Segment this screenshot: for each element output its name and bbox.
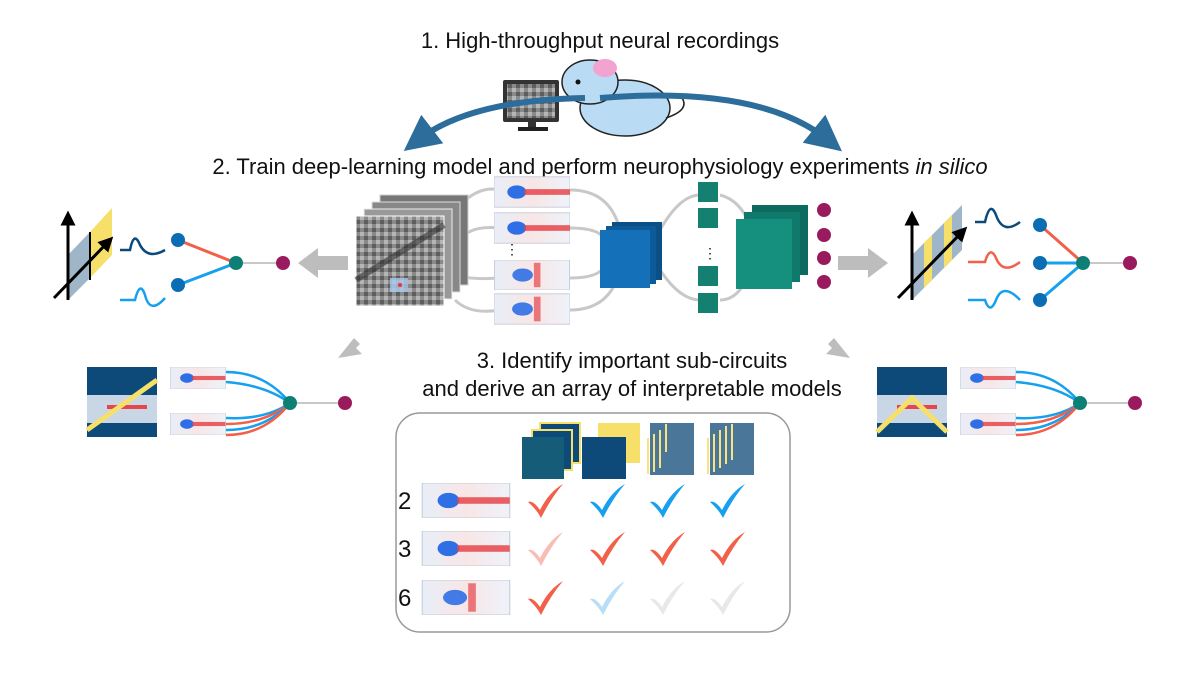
kernel-3 [494,260,570,290]
table-row: 6 [398,580,745,615]
column-cube-2 [582,423,640,479]
ellipsis: ⋮ [505,241,519,257]
table-row: 3 [398,531,745,566]
conv-layer-3 [736,205,808,289]
curved-arrow-right [599,92,843,152]
gray-arrow-right [838,248,888,278]
column-cube-3 [647,423,694,475]
gray-arrow-down-right [806,322,850,358]
step3-title-line1: 3. Identify important sub-circuits [477,348,788,373]
row-kernel [421,483,511,518]
left-interpretable-model [52,208,290,307]
row-label: 3 [398,536,411,563]
gray-arrow-left [298,248,348,278]
ellipsis-2: ⋮ [703,245,717,261]
row-kernel [421,580,511,615]
conv-layer-2-units [698,182,718,313]
row-kernel [421,531,511,566]
column-cube-4 [707,423,754,475]
column-header-cubes [522,422,754,479]
kernel-2 [494,212,570,244]
table-row: 2 [398,483,745,518]
model-array-rows: 2 3 6 [398,483,745,615]
stimulus-frame-stack [354,194,469,307]
curved-arrow-left [403,95,586,151]
right-interpretable-model [896,205,1137,309]
step2-title: 2. Train deep-learning model and perform… [212,154,987,179]
kernel-1 [494,176,570,208]
gray-arrow-down-left [338,322,382,358]
step3-title-line2: and derive an array of interpretable mod… [422,376,841,401]
row-label: 2 [398,488,411,515]
kernel-4 [494,293,570,325]
subcircuit-right [875,367,1142,437]
subcircuit-left [85,367,352,437]
row-label: 6 [398,585,411,612]
output-neurons [817,203,831,289]
step1-title: 1. High-throughput neural recordings [421,28,779,53]
conv-layer-1 [600,222,662,288]
column-cube-1 [522,422,581,479]
